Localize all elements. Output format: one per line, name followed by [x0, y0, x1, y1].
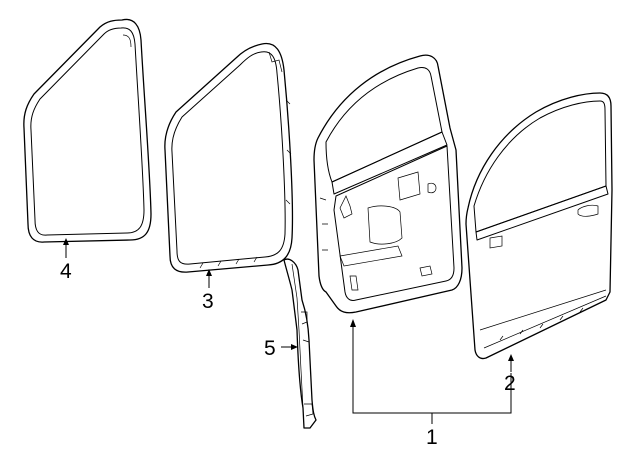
callout-5: 5 [264, 337, 276, 360]
door-seal [283, 258, 317, 429]
leader-lines [63, 238, 514, 424]
callout-4: 4 [60, 260, 72, 283]
outer-panel [465, 92, 613, 360]
arrowhead-2 [508, 354, 514, 361]
front-door-shell [313, 54, 463, 314]
callout-1: 1 [426, 426, 438, 449]
callout-2: 2 [504, 372, 516, 395]
door-weatherstrip [23, 18, 152, 243]
arrowhead-3 [206, 269, 212, 276]
callout-3: 3 [202, 290, 214, 313]
arrowhead-5 [291, 344, 298, 350]
body-side-weatherstrip [164, 42, 294, 273]
arrowhead-4 [63, 238, 69, 245]
arrowhead-1 [350, 319, 356, 327]
